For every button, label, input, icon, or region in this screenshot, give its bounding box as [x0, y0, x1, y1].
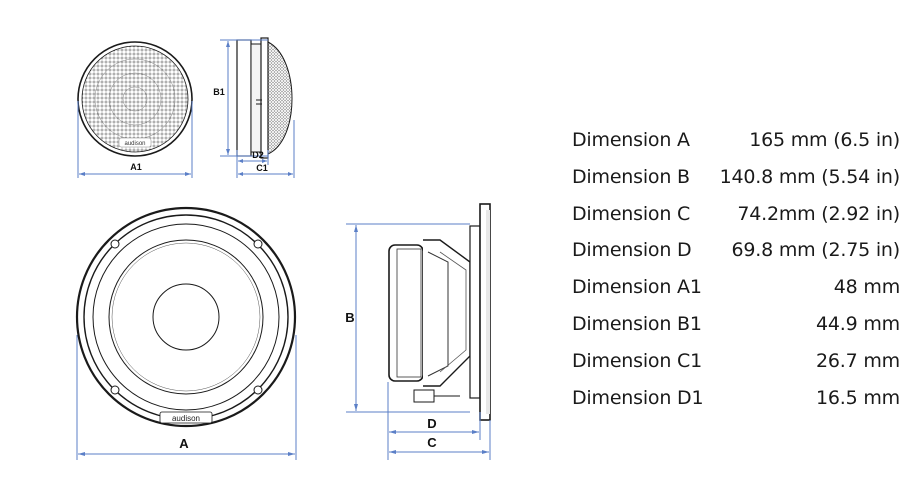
spec-label: Dimension D [572, 239, 692, 262]
spec-label: Dimension D1 [572, 386, 704, 409]
label-b1: B1 [213, 87, 225, 97]
spec-value: 26.7 mm [816, 349, 900, 372]
spec-row-c1: Dimension C1 26.7 mm [572, 343, 900, 380]
speaker-dimension-drawing: audison A1 B1 D2 [75, 37, 491, 460]
spec-label: Dimension A1 [572, 276, 702, 299]
label-d: D [427, 416, 436, 431]
dimension-d: D [387, 382, 481, 460]
spec-label: Dimension A [572, 129, 690, 151]
dimension-d2: D2 [236, 150, 269, 178]
dimension-a1: A1 [77, 101, 193, 178]
spec-row-a1: Dimension A1 48 mm [572, 269, 900, 306]
woofer-brand-label: audison [172, 414, 200, 423]
label-a: A [179, 436, 189, 451]
woofer-front-view: audison [75, 206, 297, 428]
label-c1: C1 [256, 163, 268, 173]
spec-label: Dimension B [572, 165, 690, 188]
spec-row-d1: Dimension D1 16.5 mm [572, 380, 900, 417]
spec-row-b1: Dimension B1 44.9 mm [572, 306, 900, 343]
spec-label: Dimension C [572, 202, 691, 225]
spec-value: 69.8 mm (2.75 in) [731, 239, 900, 262]
tweeter-side-view [236, 37, 293, 159]
spec-value: 44.9 mm [816, 312, 900, 335]
tweeter-brand-label: audison [124, 141, 145, 147]
spec-row-c: Dimension C 74.2mm (2.92 in) [572, 196, 900, 233]
spec-label: Dimension B1 [572, 312, 702, 335]
dimension-c1: C1 [238, 120, 295, 178]
spec-row-a: Dimension A 165 mm (6.5 in) [572, 122, 900, 159]
label-a1: A1 [130, 162, 142, 172]
label-c: C [427, 435, 437, 450]
spec-label: Dimension C1 [572, 349, 702, 372]
spec-row-b: Dimension B 140.8 mm (5.54 in) [572, 159, 900, 196]
spec-value: 74.2mm (2.92 in) [737, 202, 900, 225]
label-d2: D2 [252, 150, 264, 160]
spec-value: 140.8 mm (5.54 in) [719, 165, 900, 188]
spec-value: 48 mm [833, 276, 900, 299]
tweeter-front-view: audison [77, 41, 193, 157]
dimension-b1: B1 [213, 39, 268, 157]
dimension-spec-table: Dimension A 165 mm (6.5 in) Dimension B … [572, 122, 900, 416]
dimension-a: A [76, 335, 297, 460]
woofer-side-view [388, 203, 491, 421]
spec-value: 16.5 mm [816, 386, 900, 409]
spec-row-d: Dimension D 69.8 mm (2.75 in) [572, 232, 900, 269]
dimension-c: C [389, 420, 491, 460]
spec-value: 165 mm (6.5 in) [749, 129, 900, 151]
label-b: B [345, 310, 354, 325]
dimension-b: B [345, 223, 470, 413]
